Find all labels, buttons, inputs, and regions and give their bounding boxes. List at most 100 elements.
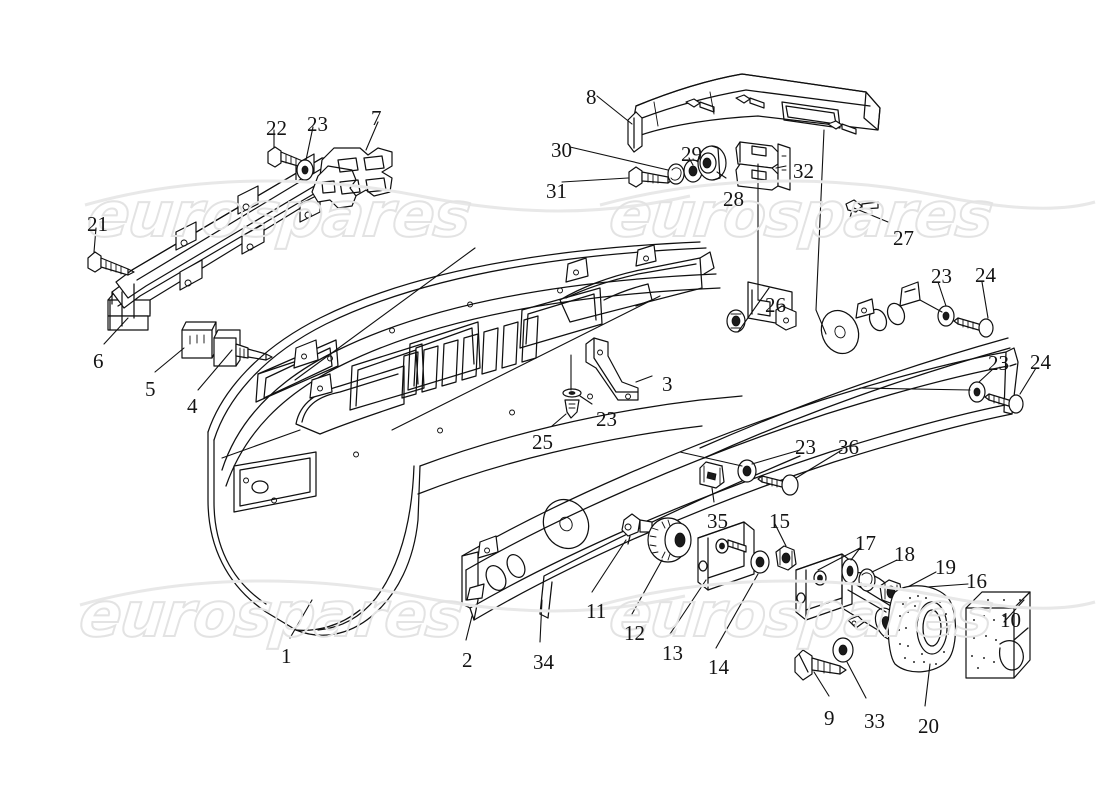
leader-28 — [716, 171, 727, 179]
callout-20: 20 — [918, 714, 939, 738]
callout-13: 13 — [662, 641, 683, 665]
callout-19: 19 — [935, 555, 956, 579]
leader-21 — [93, 227, 97, 253]
leader-26 — [737, 287, 770, 333]
part-21-screw — [87, 251, 135, 276]
part-27-clip — [845, 199, 879, 219]
callout-14: 14 — [708, 655, 729, 679]
leader-13 — [669, 579, 707, 635]
part-23-washer-center — [562, 388, 582, 398]
leader-23-upper-right — [937, 281, 947, 307]
callout-8: 8 — [586, 85, 597, 109]
part-26-grommet — [726, 309, 746, 333]
part-14-washer — [750, 550, 770, 574]
leader-17 — [850, 547, 861, 561]
part-25-screw — [564, 399, 580, 419]
callout-3: 3 — [662, 372, 673, 396]
callout-29: 29 — [681, 142, 702, 166]
leader-20 — [924, 663, 931, 707]
leader-9 — [813, 671, 830, 697]
part-8-rear-panel — [627, 73, 881, 153]
callout-23-c: 23 — [931, 264, 952, 288]
callout-15: 15 — [769, 509, 790, 533]
part-30-lockwasher — [667, 163, 685, 185]
callout-10: 10 — [1000, 608, 1021, 632]
callout-5: 5 — [145, 377, 156, 401]
leader-8 — [596, 95, 633, 125]
leader-2 — [465, 615, 473, 641]
leader-15 — [774, 523, 787, 547]
part-36-screw — [757, 474, 799, 496]
part-23-washer-lower-right — [968, 381, 986, 403]
part-13-mount-plate — [697, 521, 755, 591]
callout-27: 27 — [893, 226, 914, 250]
leader-31 — [561, 177, 629, 183]
part-9-bolt — [794, 649, 847, 681]
leader-35 — [711, 487, 715, 503]
leader-24-upper-right — [981, 281, 989, 319]
leader-27 — [853, 207, 889, 223]
leader-7 — [365, 121, 379, 151]
callout-25: 25 — [532, 430, 553, 454]
callout-34: 34 — [533, 650, 554, 674]
callout-9: 9 — [824, 706, 835, 730]
callout-1: 1 — [281, 644, 292, 668]
leader-23-lower-right — [978, 368, 994, 383]
part-23-washer-upper-right — [937, 305, 955, 327]
callout-33: 33 — [864, 709, 885, 733]
leader-36 — [795, 449, 843, 479]
callout-23-d: 23 — [988, 351, 1009, 375]
part-23-washer-36-pair — [721, 459, 757, 483]
callout-24-a: 24 — [975, 263, 996, 287]
leader-33 — [846, 661, 867, 699]
part-1-bumper-cover — [207, 241, 743, 636]
callout-23-a: 23 — [307, 112, 328, 136]
leader-30 — [569, 146, 669, 171]
callout-36: 36 — [838, 435, 859, 459]
callout-31: 31 — [546, 179, 567, 203]
part-4-stud — [213, 329, 273, 367]
leader-12 — [631, 559, 663, 615]
part-33-washer — [832, 637, 854, 663]
leader-6 — [103, 317, 129, 345]
leader-32 — [775, 165, 787, 169]
leader-18 — [871, 559, 898, 573]
leader-23-center — [579, 395, 593, 405]
part-23-washer-top — [296, 159, 314, 181]
callout-18: 18 — [894, 542, 915, 566]
part-11-clip — [621, 513, 653, 545]
callout-16: 16 — [966, 569, 987, 593]
part-3-corner-bracket — [585, 337, 639, 401]
latch-mount-detail — [747, 281, 797, 331]
leader-23-mid — [751, 449, 801, 465]
callout-23-e: 23 — [795, 435, 816, 459]
leader-11 — [591, 539, 627, 593]
callout-12: 12 — [624, 621, 645, 645]
part-32-latch-bracket — [735, 141, 791, 191]
part-24-screw-lower-right — [984, 393, 1024, 414]
part-31-bolt — [628, 166, 673, 188]
part-20-bushing — [887, 585, 957, 673]
part-17-washer — [841, 558, 859, 584]
callout-11: 11 — [586, 599, 607, 623]
callout-7: 7 — [371, 106, 382, 130]
part-28-bushing — [697, 145, 727, 181]
callout-6: 6 — [93, 349, 104, 373]
part-24-screw-upper-right — [953, 317, 994, 338]
part-12-bumpstop — [647, 517, 692, 563]
part-7-bracket — [311, 147, 393, 209]
callout-4: 4 — [187, 394, 198, 418]
part-10-block — [965, 591, 1031, 679]
leader-5 — [154, 347, 185, 373]
part-2-reinforcement-beam — [461, 281, 1019, 621]
part-15-nut — [775, 545, 797, 571]
leader-4 — [197, 349, 233, 391]
callout-23-b: 23 — [596, 407, 617, 431]
callout-2: 2 — [462, 648, 473, 672]
leader-29 — [688, 157, 694, 166]
leader-25 — [551, 413, 567, 427]
leader-3 — [635, 375, 653, 383]
callout-32: 32 — [793, 159, 814, 183]
